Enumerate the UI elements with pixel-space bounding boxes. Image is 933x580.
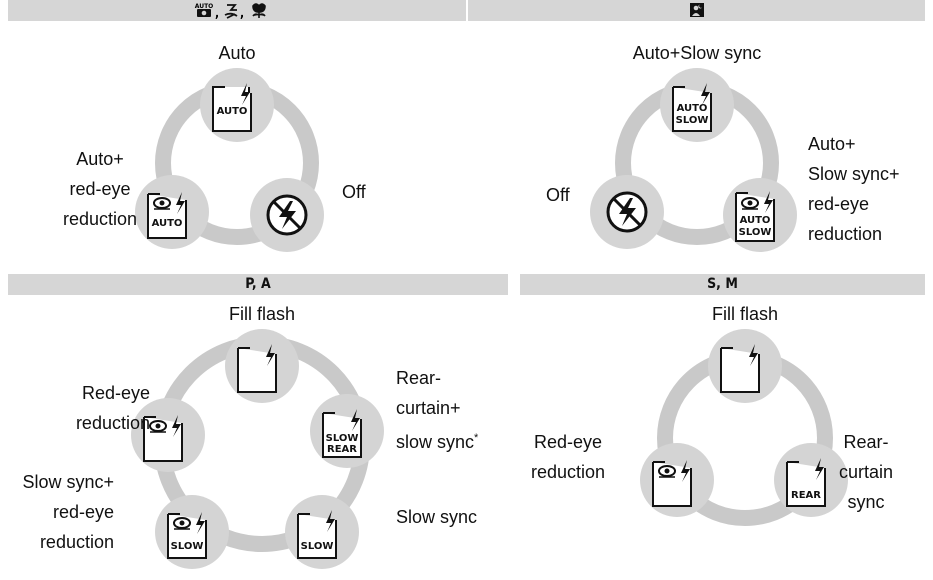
- svg-text:,: ,: [215, 6, 219, 20]
- svg-text:AUTO: AUTO: [195, 3, 214, 10]
- auto-modes-icons: AUTO , ,: [191, 0, 283, 21]
- svg-text:AUTO: AUTO: [677, 103, 708, 114]
- s2-label-off: Off: [546, 185, 570, 205]
- s4-rear-card: REAR: [774, 443, 848, 517]
- s2-auto-slow-redeye-card: AUTO SLOW: [723, 178, 797, 252]
- svg-text:SLOW: SLOW: [171, 541, 204, 552]
- s3-label-rear-curtain-slow: Rear-curtain+slow sync*: [396, 368, 479, 452]
- svg-text:SLOW: SLOW: [301, 541, 334, 552]
- svg-text:REAR: REAR: [791, 490, 821, 501]
- s1-label-off: Off: [342, 182, 366, 202]
- svg-text:SLOW: SLOW: [676, 115, 709, 126]
- s3-fill-flash-card: [225, 329, 299, 403]
- s1-off-icon: [250, 178, 324, 252]
- s2-label-auto-slow: Auto+Slow sync: [632, 43, 762, 63]
- s4-label-fill-flash: Fill flash: [711, 304, 778, 324]
- s3-redeye-slow-card: SLOW: [155, 495, 229, 569]
- s2-off-icon: [590, 175, 664, 249]
- svg-text:AUTO: AUTO: [740, 215, 771, 226]
- svg-text:SLOW: SLOW: [739, 227, 772, 238]
- svg-text:,: ,: [240, 6, 244, 20]
- s3-slow-card: SLOW: [285, 495, 359, 569]
- s1-label-auto: Auto: [218, 43, 256, 63]
- s4-fill-flash-card: [708, 329, 782, 403]
- section-header-auto-modes: AUTO , ,: [8, 0, 466, 21]
- svg-text:SLOW: SLOW: [326, 433, 359, 444]
- svg-text:AUTO: AUTO: [217, 106, 248, 117]
- section-header-night-portrait: [468, 0, 925, 21]
- night-portrait-mode-icon: [689, 3, 704, 17]
- svg-text:REAR: REAR: [327, 444, 357, 455]
- s1-auto-card: AUTO: [200, 68, 274, 142]
- s3-label-fill-flash: Fill flash: [228, 304, 295, 324]
- s3-label-slow-sync: Slow sync: [396, 507, 478, 527]
- s4-redeye-card: [640, 443, 714, 517]
- s1-redeye-auto-card: AUTO: [135, 175, 209, 249]
- section-header-s-m: S, M: [520, 274, 925, 295]
- s3-slow-rear-card: SLOW REAR: [310, 394, 384, 468]
- svg-text:AUTO: AUTO: [152, 218, 183, 229]
- s3-redeye-card: [131, 398, 205, 472]
- s2-auto-slow-card: AUTO SLOW: [660, 68, 734, 142]
- section-header-p-a: P, A: [8, 274, 508, 295]
